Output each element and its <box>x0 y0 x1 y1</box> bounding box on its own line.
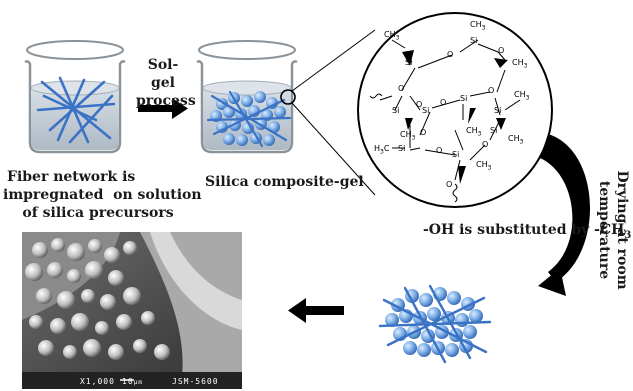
atom-si: Si <box>422 106 430 115</box>
substitution-text: -OH is substituted by -CH <box>423 222 625 238</box>
fiber-network <box>36 76 116 144</box>
atom-si: Si <box>460 94 468 103</box>
zoom-line-top <box>291 29 376 92</box>
atom-si: Si <box>405 58 413 67</box>
beaker1-caption-line3: of silica precursors <box>22 205 174 221</box>
dried-aerogel <box>378 284 492 364</box>
sem-annotations: X1,000 10μm JSM-5600 <box>22 232 242 389</box>
atom-o: O <box>498 46 505 55</box>
atom-si: Si <box>392 106 400 115</box>
atom-ch3: CH3 <box>514 90 530 102</box>
sol-gel-label: Sol-gel process <box>136 56 196 110</box>
beaker1-caption-line1: Fiber network is <box>7 169 136 185</box>
atom-ch3: CH3 <box>470 20 486 32</box>
atom-si: Si <box>490 126 498 135</box>
beaker-1 <box>24 40 126 154</box>
atom-o: O <box>446 180 453 189</box>
sem-instrument: JSM-5600 <box>172 377 219 386</box>
zoom-line-bottom <box>291 102 376 196</box>
atom-si: Si <box>494 106 502 115</box>
atom-o: O <box>416 100 423 109</box>
arrow-to-sem <box>288 298 344 323</box>
atom-si: Si <box>470 36 478 45</box>
atom-h3c: H3C <box>374 144 390 156</box>
zoom-marker <box>280 89 296 105</box>
atom-o: O <box>398 84 405 93</box>
atom-o: O <box>488 86 495 95</box>
beaker-2 <box>196 40 298 154</box>
atom-ch3: CH3 <box>400 130 416 142</box>
drying-arrow <box>538 134 591 296</box>
sem-image <box>22 232 242 389</box>
atom-ch3: CH3 <box>512 58 528 70</box>
atom-o: O <box>436 146 443 155</box>
atom-o: O <box>440 98 447 107</box>
atom-ch3: CH3 <box>384 30 400 42</box>
sol-gel-label-line2: process <box>136 93 196 109</box>
atom-ch3: CH3 <box>476 160 492 172</box>
beaker1-caption-line2: impregnated on solution <box>3 187 202 203</box>
atom-ch3: CH3 <box>508 134 524 146</box>
sem-magnification: X1,000 <box>80 377 115 386</box>
substitution-subscript: 3 <box>624 229 632 241</box>
beaker2-caption: Silica composite-gel <box>205 174 364 190</box>
substitution-label: -OH is substituted by -CH3 <box>423 222 631 241</box>
atom-o: O <box>447 50 454 59</box>
beaker1-caption: Fiber network is impregnated on solution… <box>3 168 202 222</box>
atom-o: O <box>482 140 489 149</box>
atom-o: O <box>420 128 427 137</box>
atom-si: Si <box>452 150 460 159</box>
atom-si: Si <box>398 144 406 153</box>
sol-gel-label-line1: Sol-gel <box>147 57 179 91</box>
arrow-sol-gel <box>138 98 188 119</box>
sem-scale: 10μm <box>122 377 143 386</box>
atom-ch3: CH3 <box>466 126 482 138</box>
molecular-structure <box>357 12 553 208</box>
